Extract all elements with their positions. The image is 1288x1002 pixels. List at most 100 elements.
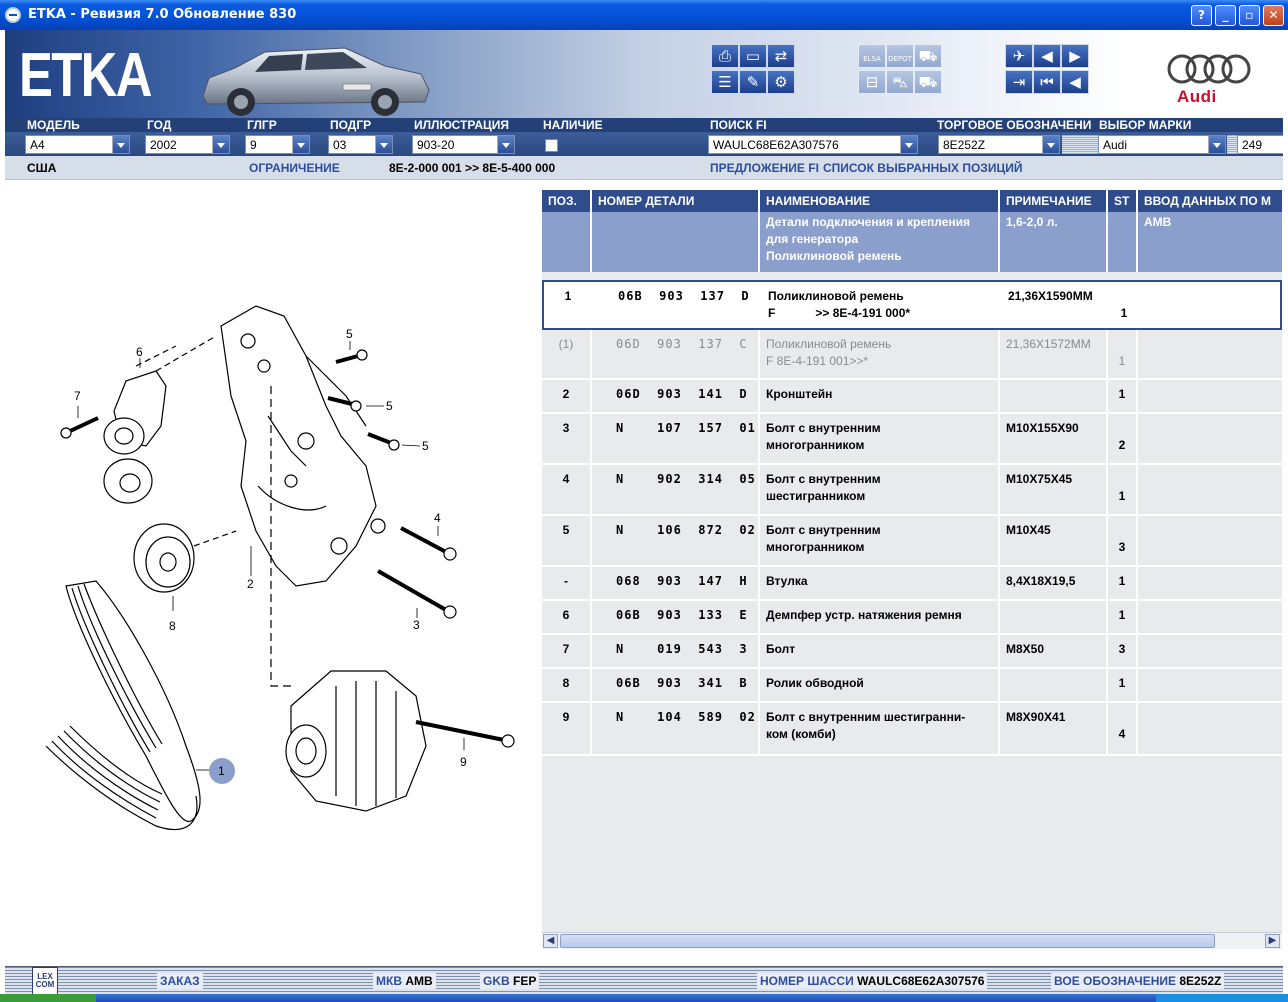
scroll-left-icon[interactable]: ◀ bbox=[543, 934, 558, 948]
chevron-down-icon[interactable] bbox=[1042, 136, 1059, 153]
parts-illustration[interactable]: 1 2 3 4 5 5 5 6 7 8 9 bbox=[6, 186, 536, 956]
col-note[interactable]: ПРИМЕЧАНИЕ bbox=[1006, 194, 1092, 208]
close-button[interactable]: ✕ bbox=[1263, 5, 1284, 26]
leader-lines bbox=[77, 341, 465, 771]
row-pos: 8 bbox=[562, 676, 570, 690]
callout-5c[interactable]: 5 bbox=[422, 439, 429, 453]
callout-2[interactable]: 2 bbox=[247, 577, 254, 591]
trade-designation-select[interactable]: 8E252Z bbox=[938, 135, 1060, 154]
row-part-number: N 019 543 3 bbox=[616, 642, 748, 656]
pin-button[interactable]: ✈ bbox=[1005, 44, 1033, 68]
col-part-number[interactable]: НОМЕР ДЕТАЛИ bbox=[598, 194, 695, 208]
callout-6[interactable]: 6 bbox=[136, 345, 143, 359]
year-select[interactable]: 2002 bbox=[145, 135, 230, 154]
availability-checkbox[interactable] bbox=[545, 139, 558, 152]
callout-3[interactable]: 3 bbox=[413, 618, 420, 632]
chevron-down-icon[interactable] bbox=[292, 136, 309, 153]
horizontal-scrollbar[interactable]: ◀ ▶ bbox=[542, 932, 1282, 949]
transfer-button[interactable]: ⇄ bbox=[767, 44, 795, 68]
shopping-cart-button[interactable]: ⛟ bbox=[914, 70, 942, 94]
chevron-down-icon[interactable] bbox=[112, 136, 129, 153]
lexcom-logo[interactable]: LEX COM bbox=[32, 967, 58, 995]
back-icon: ◀ bbox=[1069, 73, 1081, 91]
car-dealer-button[interactable]: ⛍ bbox=[886, 70, 914, 94]
system-tray bbox=[1156, 994, 1288, 1002]
alternator-drawing bbox=[270, 386, 427, 812]
screen-button[interactable]: ▭ bbox=[739, 44, 767, 68]
chevron-down-icon[interactable] bbox=[900, 136, 917, 153]
scroll-thumb[interactable] bbox=[560, 934, 1215, 948]
callout-1[interactable]: 1 bbox=[218, 764, 225, 778]
main-group-select[interactable]: 9 bbox=[245, 135, 310, 154]
app-icon[interactable] bbox=[5, 7, 21, 23]
callout-8[interactable]: 8 bbox=[169, 619, 176, 633]
chevron-down-icon[interactable] bbox=[212, 136, 229, 153]
callout-9[interactable]: 9 bbox=[460, 755, 467, 769]
brand-select[interactable]: Audi bbox=[1098, 135, 1226, 154]
help-button[interactable]: ? bbox=[1191, 5, 1212, 26]
exit-button[interactable]: ⇥ bbox=[1005, 70, 1033, 94]
row-st: 1 bbox=[1118, 608, 1126, 622]
depot-button[interactable]: DEPOT bbox=[886, 44, 914, 68]
minimize-button[interactable]: _ bbox=[1215, 5, 1236, 26]
group-data: AMB bbox=[1144, 215, 1172, 229]
row-part-number: N 104 589 02 bbox=[616, 710, 756, 724]
page-back-icon: ◀ bbox=[1041, 47, 1053, 65]
print-button[interactable]: ⎙ bbox=[711, 44, 739, 68]
model-select[interactable]: A4 bbox=[25, 135, 130, 154]
cart-transfer-button[interactable]: ⛟ bbox=[914, 44, 942, 68]
handshake-icon: ⇄ bbox=[774, 47, 788, 65]
col-st[interactable]: ST bbox=[1114, 194, 1130, 208]
row-st: 1 bbox=[1118, 387, 1126, 401]
table-header: ПОЗ. НОМЕР ДЕТАЛИ НАИМЕНОВАНИЕ ПРИМЕЧАНИ… bbox=[542, 190, 1282, 212]
restore-button[interactable]: ▫ bbox=[1239, 5, 1260, 26]
chevron-down-icon[interactable] bbox=[1208, 136, 1225, 153]
row-name: Ролик обводной bbox=[766, 676, 864, 690]
trade-designation-label: ТОРГОВОЕ ОБОЗНАЧЕНИ bbox=[937, 118, 1092, 132]
service-button[interactable]: ⚙ bbox=[767, 70, 795, 94]
sub-group-select[interactable]: 03 bbox=[328, 135, 393, 154]
next-page-button[interactable]: ▶ bbox=[1061, 44, 1089, 68]
col-name[interactable]: НАИМЕНОВАНИЕ bbox=[766, 194, 870, 208]
chevron-down-icon[interactable] bbox=[497, 136, 514, 153]
network-icon: ⊟ bbox=[865, 73, 879, 91]
list-button[interactable]: ☰ bbox=[711, 70, 739, 94]
first-button[interactable]: ⏮ bbox=[1033, 70, 1061, 94]
group-row[interactable]: Детали подключения и крепления для генер… bbox=[542, 212, 1282, 272]
proposal-link[interactable]: ПРЕДЛОЖЕНИЕ FI bbox=[710, 161, 819, 175]
chevron-down-icon[interactable] bbox=[375, 136, 392, 153]
title-bar[interactable]: ETKA - Ревизия 7.0 Обновление 830 ? _ ▫ … bbox=[0, 0, 1288, 30]
selected-list-link[interactable]: СПИСОК ВЫБРАННЫХ ПОЗИЦИЙ bbox=[823, 161, 1023, 175]
callout-4[interactable]: 4 bbox=[434, 511, 441, 525]
order-button[interactable]: ЗАКАЗ bbox=[157, 973, 203, 989]
back-button[interactable]: ◀ bbox=[1061, 70, 1089, 94]
row-note: 8,4X18X19,5 bbox=[1006, 574, 1076, 588]
callout-7[interactable]: 7 bbox=[74, 389, 81, 403]
search-select[interactable]: WAULC68E62A307576 bbox=[708, 135, 918, 154]
edit-button[interactable]: ✎ bbox=[739, 70, 767, 94]
row-note: M10X45 bbox=[1006, 523, 1051, 537]
row-part-number: N 106 872 02 bbox=[616, 523, 756, 537]
callout-5a[interactable]: 5 bbox=[346, 327, 353, 341]
illustration-select[interactable]: 903-20 bbox=[412, 135, 515, 154]
scroll-right-icon[interactable]: ▶ bbox=[1265, 934, 1280, 948]
prev-page-button[interactable]: ◀ bbox=[1033, 44, 1061, 68]
col-data-entry[interactable]: ВВОД ДАННЫХ ПО М bbox=[1144, 194, 1272, 208]
callout-5b[interactable]: 5 bbox=[386, 399, 393, 413]
col-pos[interactable]: ПОЗ. bbox=[548, 194, 577, 208]
start-button[interactable] bbox=[0, 994, 96, 1002]
elsa-button[interactable]: ELSA bbox=[858, 44, 886, 68]
network-button[interactable]: ⊟ bbox=[858, 70, 886, 94]
